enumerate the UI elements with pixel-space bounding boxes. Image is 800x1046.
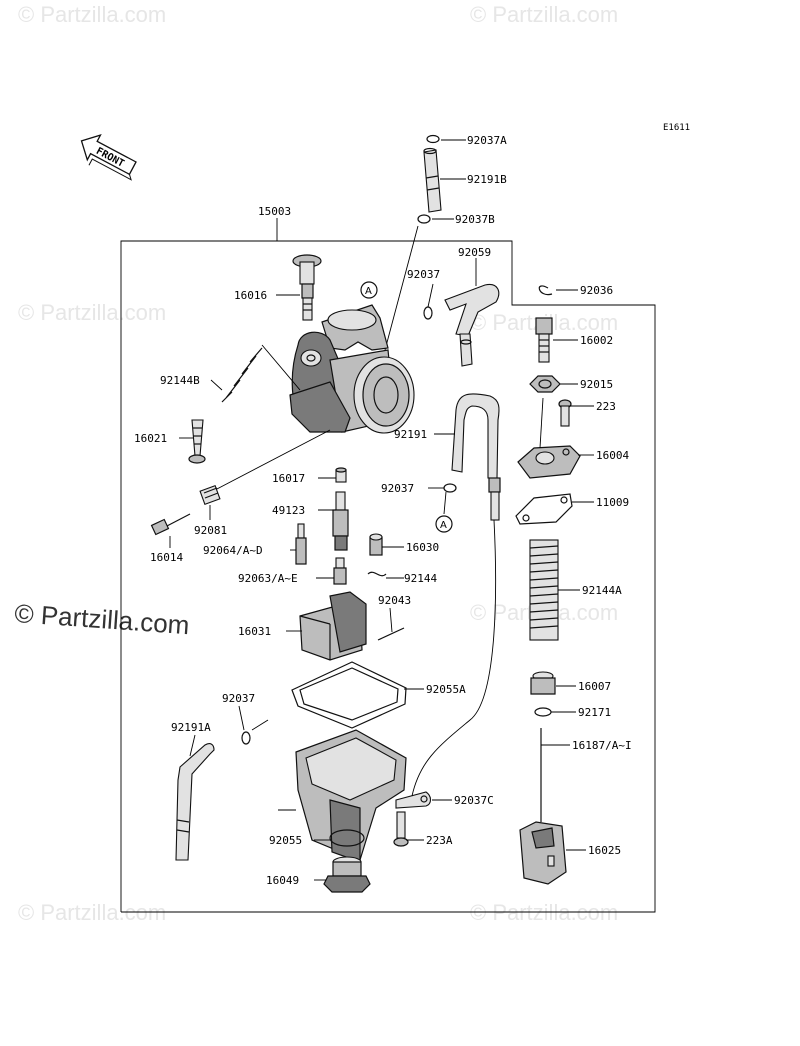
part-label-92037-low: 92037 — [222, 692, 255, 705]
watermark-text: © Partzilla.com — [18, 900, 166, 925]
watermark-text-main: © Partzilla.com — [14, 598, 191, 640]
hose-92191b — [423, 147, 442, 213]
part-label-92037b: 92037B — [455, 213, 495, 226]
screw-16021 — [188, 419, 206, 464]
part-label-92055: 92055 — [269, 834, 302, 847]
part-label-223: 223 — [596, 400, 616, 413]
watermark-text: © Partzilla.com — [470, 900, 618, 925]
part-label-92191: 92191 — [394, 428, 427, 441]
part-label-92081: 92081 — [194, 524, 227, 537]
screw-16014 — [150, 513, 191, 536]
callout-letter: A — [365, 286, 372, 297]
part-label-16004: 16004 — [596, 449, 629, 462]
clamp-92037c — [395, 519, 497, 809]
leader-lines — [169, 139, 594, 881]
float-bowl — [278, 729, 407, 863]
pin-92043 — [377, 627, 405, 641]
carburetor-body: A — [289, 281, 415, 434]
part-label-16007: 16007 — [578, 680, 611, 693]
main-jet-92063 — [333, 557, 347, 585]
assembly-number: 15003 — [258, 205, 291, 218]
throttle-valve-16025 — [519, 821, 567, 885]
part-label-92043: 92043 — [378, 594, 411, 607]
hose-92191a — [175, 743, 215, 861]
part-label-92037-top: 92037 — [407, 268, 440, 281]
part-label-49123: 49123 — [272, 504, 305, 517]
clip-92171 — [534, 707, 552, 717]
needle-jet-49123 — [332, 491, 349, 551]
float-valve-16030 — [369, 533, 383, 556]
part-label-92037-mid: 92037 — [381, 482, 414, 495]
part-label-92144b: 92144B — [160, 374, 200, 387]
oring-92055 — [329, 829, 365, 847]
part-label-16014: 16014 — [150, 551, 183, 564]
clip-92037b — [417, 214, 431, 224]
front-arrow-icon: FRONT — [80, 134, 137, 181]
part-label-92171: 92171 — [578, 706, 611, 719]
part-label-16016: 16016 — [234, 289, 267, 302]
spring-92081 — [199, 484, 221, 506]
part-label-92191a: 92191A — [171, 721, 211, 734]
part-label-92191b: 92191B — [467, 173, 507, 186]
part-label-16049: 16049 — [266, 874, 299, 887]
plug-16049 — [323, 856, 371, 893]
watermark-text: © Partzilla.com — [18, 2, 166, 27]
spring-92144a — [529, 539, 559, 641]
circlip-92036 — [538, 285, 553, 296]
part-label-92059: 92059 — [458, 246, 491, 259]
hose-92059 — [444, 283, 500, 367]
gasket-92055a — [291, 661, 407, 729]
assembly-bracket: 15003 — [120, 205, 656, 913]
spring-92144 — [367, 571, 387, 577]
clip-92037-low — [241, 731, 251, 745]
part-label-16021: 16021 — [134, 432, 167, 445]
float-16031 — [299, 591, 367, 661]
screw-223a — [393, 811, 409, 847]
cover-16004 — [517, 397, 581, 479]
watermark-text: © Partzilla.com — [18, 300, 166, 325]
pilot-jet-92064 — [295, 523, 307, 565]
diagram-code: E1611 — [663, 123, 690, 133]
part-labels: 92037A 92191B 92037B 92037 92059 92036 1… — [134, 134, 632, 887]
part-label-92036: 92036 — [580, 284, 613, 297]
gasket-11009 — [515, 493, 573, 525]
part-label-92144a: 92144A — [582, 584, 622, 597]
part-label-92064: 92064/A~D — [203, 544, 263, 557]
part-label-16017: 16017 — [272, 472, 305, 485]
part-label-92063: 92063/A~E — [238, 572, 298, 585]
part-label-16031: 16031 — [238, 625, 271, 638]
part-label-92144: 92144 — [404, 572, 437, 585]
part-label-16025: 16025 — [588, 844, 621, 857]
clip-92037-top — [423, 306, 433, 320]
jet-16017 — [335, 467, 347, 483]
part-label-92037c: 92037C — [454, 794, 494, 807]
part-label-92037a: 92037A — [467, 134, 507, 147]
holder-16007 — [530, 671, 556, 695]
screw-223 — [558, 399, 572, 427]
clip-92037-mid: A — [435, 483, 457, 533]
spring-92144b — [221, 344, 301, 403]
watermark-text: © Partzilla.com — [470, 2, 618, 27]
callout-letter: A — [440, 520, 447, 531]
clip-92037a — [426, 134, 440, 144]
part-label-16187: 16187/A~I — [572, 739, 632, 752]
part-label-16030: 16030 — [406, 541, 439, 554]
part-label-92055a: 92055A — [426, 683, 466, 696]
cap-16016 — [292, 254, 322, 321]
part-label-11009: 11009 — [596, 496, 629, 509]
nut-92015 — [529, 375, 561, 393]
part-label-16002: 16002 — [580, 334, 613, 347]
part-label-92015: 92015 — [580, 378, 613, 391]
hose-92191 — [451, 393, 501, 521]
part-label-223a: 223A — [426, 834, 453, 847]
adjuster-16002 — [535, 317, 553, 363]
